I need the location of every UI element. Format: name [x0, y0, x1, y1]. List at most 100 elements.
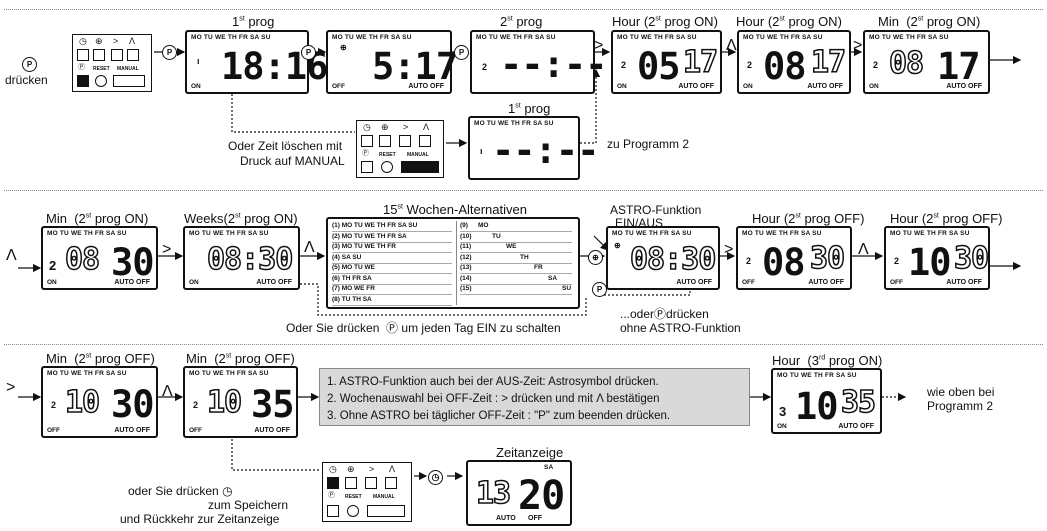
row-divider: [460, 241, 572, 243]
row-divider: [460, 252, 572, 253]
week-option-row: (7) MO WE FR: [332, 285, 375, 292]
week-option-day: TU: [492, 232, 501, 240]
reset-label: RESET: [93, 66, 110, 72]
dotted-separator: [4, 190, 1043, 191]
reset-key[interactable]: [347, 505, 359, 517]
p-icon: Ⓟ: [328, 492, 335, 499]
title-min-2nd-off: Min (2st prog OFF): [46, 351, 155, 366]
row-divider: [460, 273, 572, 274]
p-button-icon: P: [162, 45, 177, 60]
title-hour-2nd-on: Hour (2st prog ON): [736, 14, 842, 29]
next-arrow-icon: >: [853, 37, 863, 54]
lcd-display-12: MO TU WE TH FR SA SU 2 10 30 OFF AUTO OF…: [884, 226, 990, 290]
lcd-minute-digits: 30: [111, 241, 155, 284]
time-display-title: Zeitanzeige: [496, 445, 564, 460]
up-arrow-icon: Λ: [162, 383, 173, 400]
astro-key[interactable]: [93, 49, 105, 61]
clock-icon: ◷: [329, 464, 337, 474]
clock-key[interactable]: [361, 135, 373, 147]
lcd-minute-digits: 17: [937, 45, 981, 88]
manual-key[interactable]: [367, 505, 405, 517]
prog-number-indicator: 2: [51, 400, 57, 410]
week-alternatives-table: (1) MO TU WE TH FR SA SU(2) MO TU WE TH …: [326, 217, 580, 309]
next-key[interactable]: [365, 477, 377, 489]
note-1: 1. ASTRO-Funktion auch bei der AUS-Zeit:…: [327, 376, 659, 388]
title-1st-prog: 1st prog: [232, 14, 275, 29]
weekday-row: MO TU WE TH FR SA SU: [476, 34, 556, 41]
lcd-display-15: MO TU WE TH FR SA SU 3 10 35 ON AUTO OFF: [771, 368, 882, 434]
prog-number-indicator: 2: [894, 256, 900, 266]
up-key[interactable]: [385, 477, 397, 489]
mode-indicator: ı: [480, 146, 483, 156]
weekday-row: MO TU WE TH FR SA SU: [191, 34, 271, 41]
week-option-day: SA: [548, 274, 558, 282]
astro-key[interactable]: [379, 135, 391, 147]
astro-small-icon: ⊕: [340, 43, 347, 52]
auto-off-label: AUTO OFF: [254, 427, 290, 434]
next-key[interactable]: [111, 49, 123, 61]
clock-key-pressed[interactable]: [327, 477, 339, 489]
next-arrow-icon: >: [369, 464, 375, 474]
prog-number-indicator: 2: [482, 62, 488, 72]
lcd-display-9: MO TU WE TH FR SA SU 08:30 ON AUTO OFF: [183, 226, 300, 290]
prog-number-indicator: 2: [193, 400, 199, 410]
astro-key[interactable]: [345, 477, 357, 489]
week-option-number: (13): [460, 264, 472, 271]
up-key[interactable]: [127, 49, 139, 61]
row-divider: [460, 294, 572, 295]
p-key-pressed[interactable]: [77, 75, 89, 87]
week-option-day: MO: [478, 222, 489, 229]
weekday-row: MO TU WE TH FR SA SU: [474, 120, 554, 127]
manual-label: MANUAL: [407, 152, 429, 158]
row-divider: [332, 262, 452, 264]
next-arrow-icon: >: [6, 379, 16, 396]
lcd-minute-digits: 35: [251, 383, 295, 426]
astro-small-icon: ⊕: [614, 241, 621, 250]
clear-time-hint-1: Oder Zeit löschen mit: [228, 139, 343, 153]
week-option-day: FR: [534, 264, 543, 271]
weekday-row: MO TU WE TH FR SA SU: [890, 230, 970, 237]
title-hour-3rd-on: Hour (3rd prog ON): [772, 353, 883, 368]
p-key[interactable]: [327, 505, 339, 517]
reset-key[interactable]: [381, 161, 393, 173]
lcd-display-8: MO TU WE TH FR SA SU 2 08 30 ON AUTO OFF: [41, 226, 158, 290]
up-key[interactable]: [419, 135, 431, 147]
manual-key-pressed[interactable]: [401, 161, 439, 173]
row-divider: [460, 283, 572, 285]
manual-key[interactable]: [113, 75, 145, 87]
title-weeks-2nd-on: Weeks(2st prog ON): [184, 211, 298, 226]
p-key[interactable]: [361, 161, 373, 173]
title-min-2nd-off: Min (2st prog OFF): [186, 351, 295, 366]
clock-key[interactable]: [77, 49, 89, 61]
week-option-row: (11)WE: [460, 243, 516, 250]
auto-off-label: AUTO OFF: [946, 83, 982, 90]
prog-number-indicator: 2: [49, 258, 57, 273]
lcd-display-14: MO TU WE TH FR SA SU 2 10 35 OFF AUTO OF…: [183, 366, 298, 438]
weekday-row: MO TU WE TH FR SA SU: [47, 230, 127, 237]
astro-function-label-1: ASTRO-Funktion: [610, 203, 702, 217]
week-option-row: (12)TH: [460, 254, 529, 261]
on-label: ON: [191, 83, 201, 90]
week-option-row: (5) MO TU WE: [332, 264, 375, 271]
auto-off-label: AUTO OFF: [114, 427, 150, 434]
next-arrow-icon: >: [724, 241, 734, 258]
lcd-ghost-digits: 08:30: [629, 242, 717, 277]
next-arrow-icon: >: [403, 122, 409, 132]
next-key[interactable]: [399, 135, 411, 147]
week-option-row: (2) MO TU WE TH FR SA: [332, 232, 407, 240]
weekday-row: MO TU WE TH FR SA SU: [617, 34, 697, 41]
lcd-minute-ghost: 30: [953, 241, 990, 276]
to-program-2-label: zu Programm 2: [607, 137, 690, 151]
up-arrow-icon: Λ: [726, 37, 737, 54]
title-min-2nd-on: Min (2st prog ON): [878, 14, 981, 29]
week-option-number: (10): [460, 232, 472, 240]
up-arrow-icon: Λ: [304, 239, 315, 256]
lcd-hour-digits: 10: [795, 385, 839, 428]
p-button-icon: P: [454, 45, 469, 60]
reset-key[interactable]: [95, 75, 107, 87]
lcd-hour-ghost: 08: [888, 46, 925, 81]
lcd-minute-ghost: 17: [810, 45, 847, 80]
weekday-row: MO TU WE TH FR SA SU: [743, 34, 823, 41]
up-arrow-icon: Λ: [389, 464, 396, 474]
row-divider: [332, 252, 452, 253]
